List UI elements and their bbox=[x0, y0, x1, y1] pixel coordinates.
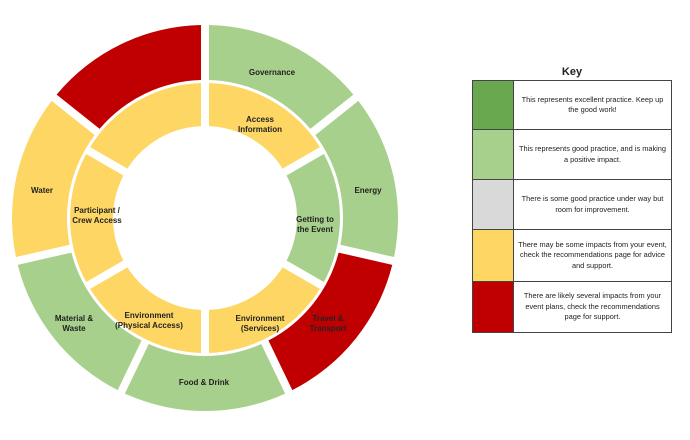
inner-segment-environment-physical-access bbox=[69, 153, 124, 283]
inner-ring: Best Practice &CommitmentAccessInformati… bbox=[69, 83, 341, 353]
outer-label-governance: Governance bbox=[249, 68, 296, 77]
outer-label-energy: Energy bbox=[354, 186, 382, 195]
outer-label-food-drink: Food & Drink bbox=[179, 378, 230, 387]
inner-label-participant-crew-access: Participant /Crew Access bbox=[72, 206, 122, 225]
inner-label-environment-physical-access: Environment(Physical Access) bbox=[115, 311, 183, 330]
outer-label-water: Water bbox=[31, 186, 53, 195]
outer-ring: Positive InfluenceGovernanceEnergyTravel… bbox=[12, 25, 398, 411]
key-text-excellent: This represents excellent practice. Keep… bbox=[521, 94, 664, 115]
outer-label-travel-transport: Travel &Transport bbox=[310, 314, 347, 333]
key-swatch-good bbox=[473, 130, 514, 179]
key-row-excellent: This represents excellent practice. Keep… bbox=[473, 81, 671, 129]
outer-segment-food-drink bbox=[17, 252, 142, 391]
key-text-some: There is some good practice under way bu… bbox=[521, 194, 664, 214]
outer-segment-positive-influence bbox=[208, 25, 354, 129]
inner-label-environment-services: Environment(Services) bbox=[236, 314, 285, 333]
outer-segment-energy bbox=[268, 252, 393, 391]
inner-segment-getting-to-the-event bbox=[208, 267, 320, 353]
outer-label-material-waste: Material &Waste bbox=[55, 314, 93, 333]
key-row-good: This represents good practice, and is ma… bbox=[473, 129, 671, 179]
inner-segment-participant-crew-access bbox=[90, 83, 202, 169]
key-table: This represents excellent practice. Keep… bbox=[472, 80, 672, 333]
key-text-good: This represents good practice, and is ma… bbox=[518, 144, 667, 164]
outer-segment-governance bbox=[315, 100, 398, 258]
key-swatch-impacts bbox=[473, 230, 514, 281]
inner-segment-access-information bbox=[286, 153, 341, 283]
assessment-wheel: Positive InfluenceGovernanceEnergyTravel… bbox=[12, 25, 398, 411]
key-title: Key bbox=[561, 66, 583, 78]
key-text-impacts: There may be some impacts from your even… bbox=[518, 239, 667, 270]
outer-segment-water bbox=[56, 25, 202, 129]
key-row-some: There is some good practice under way bu… bbox=[473, 179, 671, 229]
key-panel: Key This represents excellent practice. … bbox=[472, 64, 672, 333]
outer-segment-material-waste bbox=[12, 100, 95, 258]
key-row-impacts: There may be some impacts from your even… bbox=[473, 229, 671, 281]
inner-segment-best-practice-commitment bbox=[208, 83, 320, 169]
key-row-several: There are likely several impacts from yo… bbox=[473, 281, 671, 332]
outer-segment-travel-transport bbox=[124, 344, 286, 411]
key-text-several: There are likely several impacts from yo… bbox=[523, 291, 662, 322]
inner-segment-environment-services bbox=[90, 267, 202, 353]
key-swatch-some bbox=[473, 180, 514, 229]
key-swatch-several bbox=[473, 282, 514, 332]
key-swatch-excellent bbox=[473, 81, 514, 129]
